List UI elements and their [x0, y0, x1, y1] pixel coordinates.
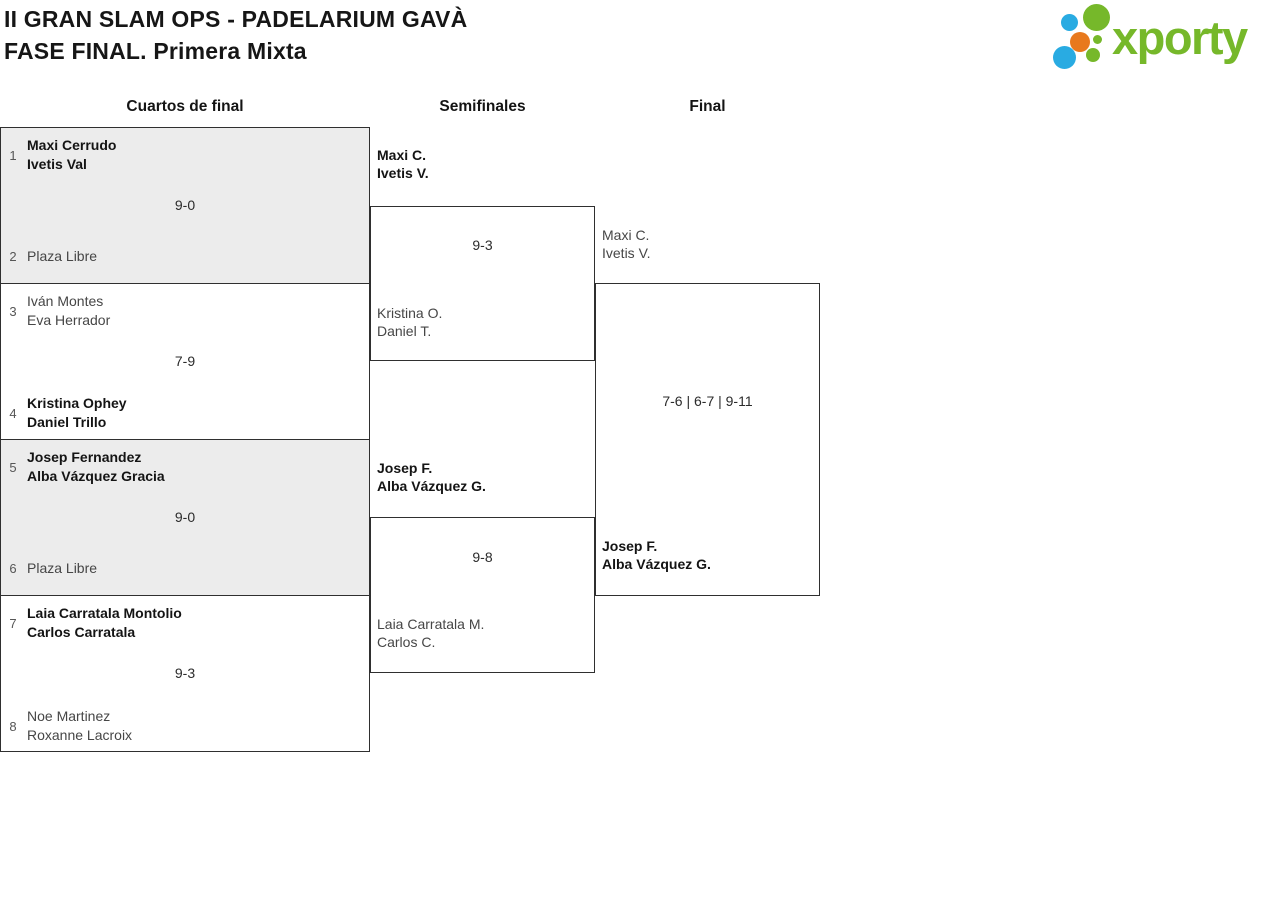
seed-number: 5 — [9, 459, 17, 475]
quarterfinal-match-1[interactable]: 1 Maxi Cerrudo Ivetis Val 9-0 2 Plaza Li… — [1, 128, 369, 284]
column-header-semifinals: Semifinales — [439, 98, 526, 115]
seed-number: 8 — [9, 718, 17, 734]
seed-number: 7 — [9, 615, 17, 631]
player-name: Maxi Cerrudo — [27, 137, 117, 153]
logo-dot-icon — [1086, 48, 1100, 62]
final-team-top: Maxi C. Ivetis V. — [602, 226, 651, 262]
seed-number: 2 — [9, 249, 17, 264]
player-name: Plaza Libre — [27, 248, 98, 264]
title-line-tournament: II GRAN SLAM OPS - PADELARIUM GAVÀ — [4, 6, 468, 32]
player-name: Kristina O. — [377, 305, 443, 321]
semifinal-1-team-top: Maxi C. Ivetis V. — [377, 146, 429, 182]
player-name: Ivetis V. — [602, 245, 651, 261]
seed-number: 4 — [9, 405, 17, 421]
team-names: Plaza Libre — [27, 559, 97, 578]
player-name: Alba Vázquez G. — [377, 478, 486, 494]
logo-dot-icon — [1083, 4, 1110, 31]
team-names: Laia Carratala Montolio Carlos Carratala — [27, 604, 182, 642]
player-name: Alba Vázquez G. — [602, 556, 711, 572]
quarterfinal-match-2[interactable]: 3 Iván Montes Eva Herrador 7-9 4 Kristin… — [1, 284, 369, 440]
player-name: Alba Vázquez Gracia — [27, 468, 165, 484]
player-name: Laia Carratala Montolio — [27, 605, 182, 621]
seed-number: 3 — [9, 303, 17, 319]
quarterfinal-match-4[interactable]: 7 Laia Carratala Montolio Carlos Carrata… — [1, 596, 369, 752]
team-row: 5 Josep Fernandez Alba Vázquez Gracia — [5, 448, 165, 486]
team-row: 4 Kristina Ophey Daniel Trillo — [5, 394, 127, 432]
player-name: Ivetis Val — [27, 156, 87, 172]
player-name: Roxanne Lacroix — [27, 727, 133, 743]
player-name: Plaza Libre — [27, 560, 98, 576]
column-header-final: Final — [689, 98, 726, 115]
title-line-phase: FASE FINAL. Primera Mixta — [4, 38, 307, 64]
logo-dot-icon — [1061, 14, 1078, 31]
semifinal-2-match-box[interactable] — [370, 517, 595, 673]
player-name: Ivetis V. — [377, 165, 429, 181]
player-name: Noe Martinez — [27, 708, 111, 724]
seed-number: 1 — [9, 147, 17, 163]
team-row: 6 Plaza Libre — [5, 559, 97, 578]
seed-number: 6 — [9, 561, 17, 576]
page-title: II GRAN SLAM OPS - PADELARIUM GAVÀ FASE … — [4, 3, 467, 67]
final-match-box[interactable] — [595, 283, 820, 596]
logo-dot-icon — [1093, 35, 1102, 44]
xporty-logo[interactable]: xporty — [1050, 0, 1278, 76]
player-name: Maxi C. — [602, 227, 650, 243]
team-row: 8 Noe Martinez Roxanne Lacroix — [5, 707, 132, 745]
player-name: Laia Carratala M. — [377, 616, 485, 632]
semifinal-2-team-top: Josep F. Alba Vázquez G. — [377, 459, 486, 495]
match-score: 9-0 — [174, 196, 196, 213]
team-row: 7 Laia Carratala Montolio Carlos Carrata… — [5, 604, 182, 642]
team-row: 2 Plaza Libre — [5, 247, 97, 266]
player-name: Kristina Ophey — [27, 395, 127, 411]
player-name: Josep Fernandez — [27, 449, 142, 465]
final-team-bottom: Josep F. Alba Vázquez G. — [602, 537, 711, 573]
quarterfinal-match-3[interactable]: 5 Josep Fernandez Alba Vázquez Gracia 9-… — [1, 440, 369, 596]
logo-dot-icon — [1070, 32, 1090, 52]
logo-wordmark: xporty — [1112, 11, 1248, 64]
team-row: 1 Maxi Cerrudo Ivetis Val — [5, 136, 116, 174]
quarterfinals-column: 1 Maxi Cerrudo Ivetis Val 9-0 2 Plaza Li… — [0, 127, 370, 752]
team-names: Noe Martinez Roxanne Lacroix — [27, 707, 132, 745]
logo-dot-icon — [1053, 46, 1076, 69]
team-names: Josep Fernandez Alba Vázquez Gracia — [27, 448, 165, 486]
player-name: Josep F. — [377, 460, 433, 476]
player-name: Eva Herrador — [27, 312, 111, 328]
semifinal-1-score: 9-3 — [472, 237, 493, 253]
team-names: Iván Montes Eva Herrador — [27, 292, 110, 330]
player-name: Daniel T. — [377, 323, 432, 339]
match-score: 7-9 — [174, 352, 196, 369]
player-name: Maxi C. — [377, 147, 427, 163]
final-score: 7-6 | 6-7 | 9-11 — [662, 393, 753, 409]
player-name: Carlos Carratala — [27, 624, 136, 640]
match-score: 9-3 — [174, 665, 196, 681]
player-name: Josep F. — [602, 538, 658, 554]
team-names: Kristina Ophey Daniel Trillo — [27, 394, 127, 432]
match-score: 9-0 — [174, 508, 196, 525]
semifinal-1-team-bottom: Kristina O. Daniel T. — [377, 304, 442, 340]
column-header-quarterfinals: Cuartos de final — [126, 98, 244, 115]
player-name: Carlos C. — [377, 634, 436, 650]
team-row: 3 Iván Montes Eva Herrador — [5, 292, 110, 330]
semifinal-2-score: 9-8 — [472, 549, 493, 565]
player-name: Iván Montes — [27, 293, 104, 309]
semifinal-1-match-box[interactable] — [370, 206, 595, 361]
team-names: Plaza Libre — [27, 247, 97, 266]
semifinal-2-team-bottom: Laia Carratala M. Carlos C. — [377, 615, 484, 651]
player-name: Daniel Trillo — [27, 414, 107, 430]
team-names: Maxi Cerrudo Ivetis Val — [27, 136, 116, 174]
